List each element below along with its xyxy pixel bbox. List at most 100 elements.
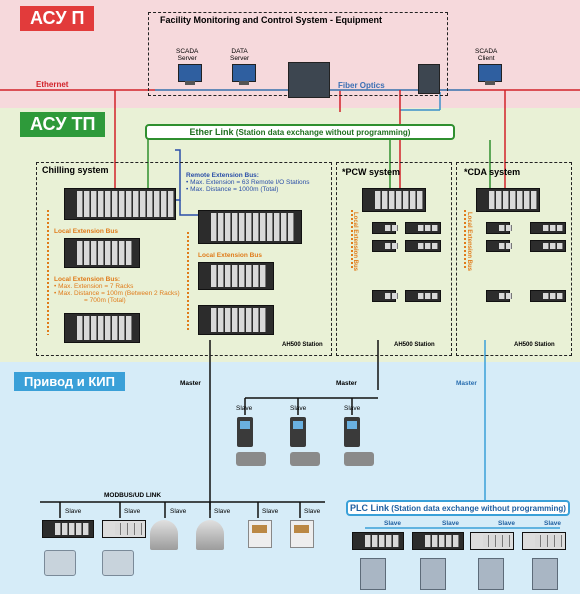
plc-pcw-io-1[interactable]: [372, 222, 398, 234]
plc-module: [557, 225, 563, 231]
plc-module: [274, 213, 280, 241]
plc-pcw-io-3[interactable]: [372, 240, 398, 252]
plc-cda-main[interactable]: [476, 188, 540, 212]
plc-module: [365, 535, 371, 547]
plc-chilling-rack-3[interactable]: [64, 313, 140, 343]
plc-module: [69, 523, 75, 535]
chilling-station-label: AH500 Station: [282, 342, 323, 348]
drive-2[interactable]: [290, 417, 306, 447]
modbus-slave-label-6: Slave: [304, 508, 321, 515]
chilling-system-box: [36, 162, 332, 356]
plc-link-io-2[interactable]: [522, 532, 566, 550]
scada-server-computer[interactable]: [178, 64, 202, 85]
plc-module: [403, 191, 409, 209]
plc-cda-io-3[interactable]: [486, 240, 512, 252]
chiller-2: [102, 550, 134, 576]
plc-module: [225, 213, 231, 241]
plc-module: [253, 265, 259, 287]
plc-pcw-io-5[interactable]: [372, 290, 398, 302]
local-bus-label-3: Local Extension Bus: [198, 252, 262, 259]
plc-module: [91, 316, 97, 340]
plc-module: [550, 293, 556, 299]
plc-module: [126, 241, 132, 265]
plc-module: [112, 191, 118, 217]
plc-cda-io-2[interactable]: [530, 222, 566, 234]
plc-chilling-rack-2[interactable]: [64, 238, 140, 268]
plc-module: [432, 293, 438, 299]
plc-module: [499, 293, 505, 299]
plc-slave-label-2: Slave: [442, 520, 459, 527]
plc-module: [119, 241, 125, 265]
plc-link-note: (Station data exchange without programmi…: [391, 504, 566, 513]
drive-slave-label-3: Slave: [344, 405, 361, 412]
plc-pcw-io-2[interactable]: [405, 222, 441, 234]
pcw-station-label: AH500 Station: [394, 342, 435, 348]
plc-module: [91, 241, 97, 265]
plc-cda-io-6[interactable]: [530, 290, 566, 302]
modbus-slave-label-1: Slave: [65, 508, 82, 515]
modbus-plc[interactable]: [42, 520, 94, 538]
meter-1: [248, 520, 272, 548]
plc-module: [112, 316, 118, 340]
modbus-io-module[interactable]: [102, 520, 146, 538]
plc-module: [453, 535, 459, 547]
plc-module: [84, 241, 90, 265]
plc-module: [425, 243, 431, 249]
plc-module: [260, 213, 266, 241]
plc-module: [385, 293, 391, 299]
plc-module: [115, 523, 121, 535]
master-label-cda: Master: [456, 380, 477, 387]
plc-slave-label-4: Slave: [544, 520, 561, 527]
plc-module: [239, 308, 245, 332]
cooling-tower-2: [196, 520, 224, 550]
plc-cda-io-5[interactable]: [486, 290, 512, 302]
cooling-tower-1: [150, 520, 178, 550]
plc-module: [418, 243, 424, 249]
plc-module: [556, 535, 562, 547]
plc-link-plc-1[interactable]: [352, 532, 404, 550]
plc-cda-io-4[interactable]: [530, 240, 566, 252]
plc-module: [543, 243, 549, 249]
meter-2: [290, 520, 314, 548]
plc-module: [385, 243, 391, 249]
drive-1[interactable]: [237, 417, 253, 447]
plc-module: [105, 241, 111, 265]
plc-module: [382, 191, 388, 209]
plc-module: [392, 293, 398, 299]
plc-module: [253, 308, 259, 332]
plc-module: [288, 213, 294, 241]
plc-module: [218, 213, 224, 241]
scada-client-computer[interactable]: [478, 64, 502, 85]
plc-remote-rack-3[interactable]: [198, 305, 274, 335]
master-label-chilling: Master: [180, 380, 201, 387]
drive-3[interactable]: [344, 417, 360, 447]
plc-slave-label-1: Slave: [384, 520, 401, 527]
plc-module: [218, 308, 224, 332]
plc-module: [503, 191, 509, 209]
plc-module: [506, 243, 512, 249]
data-server-computer[interactable]: [232, 64, 256, 85]
plc-cda-io-1[interactable]: [486, 222, 512, 234]
plc-pcw-main[interactable]: [362, 188, 426, 212]
compressor-2: [420, 558, 446, 590]
plc-link-plc-2[interactable]: [412, 532, 464, 550]
plc-link-io-1[interactable]: [470, 532, 514, 550]
plc-module: [417, 191, 423, 209]
local-bus-label-1: Local Extension Bus: [54, 228, 118, 235]
plc-module: [372, 535, 378, 547]
plc-module: [281, 213, 287, 241]
remote-extension-bus-info: Remote Extension Bus: • Max. Extension =…: [186, 172, 310, 193]
plc-remote-station[interactable]: [198, 210, 302, 244]
plc-remote-rack-2[interactable]: [198, 262, 274, 290]
plc-module: [105, 316, 111, 340]
plc-chilling-main[interactable]: [64, 188, 176, 220]
plc-pcw-io-4[interactable]: [405, 240, 441, 252]
plc-module: [379, 535, 385, 547]
plc-module: [490, 535, 496, 547]
plc-pcw-io-6[interactable]: [405, 290, 441, 302]
facility-title: Facility Monitoring and Control System -…: [160, 15, 383, 25]
compressor-3: [478, 558, 504, 590]
plc-module: [246, 308, 252, 332]
plc-module: [147, 191, 153, 217]
